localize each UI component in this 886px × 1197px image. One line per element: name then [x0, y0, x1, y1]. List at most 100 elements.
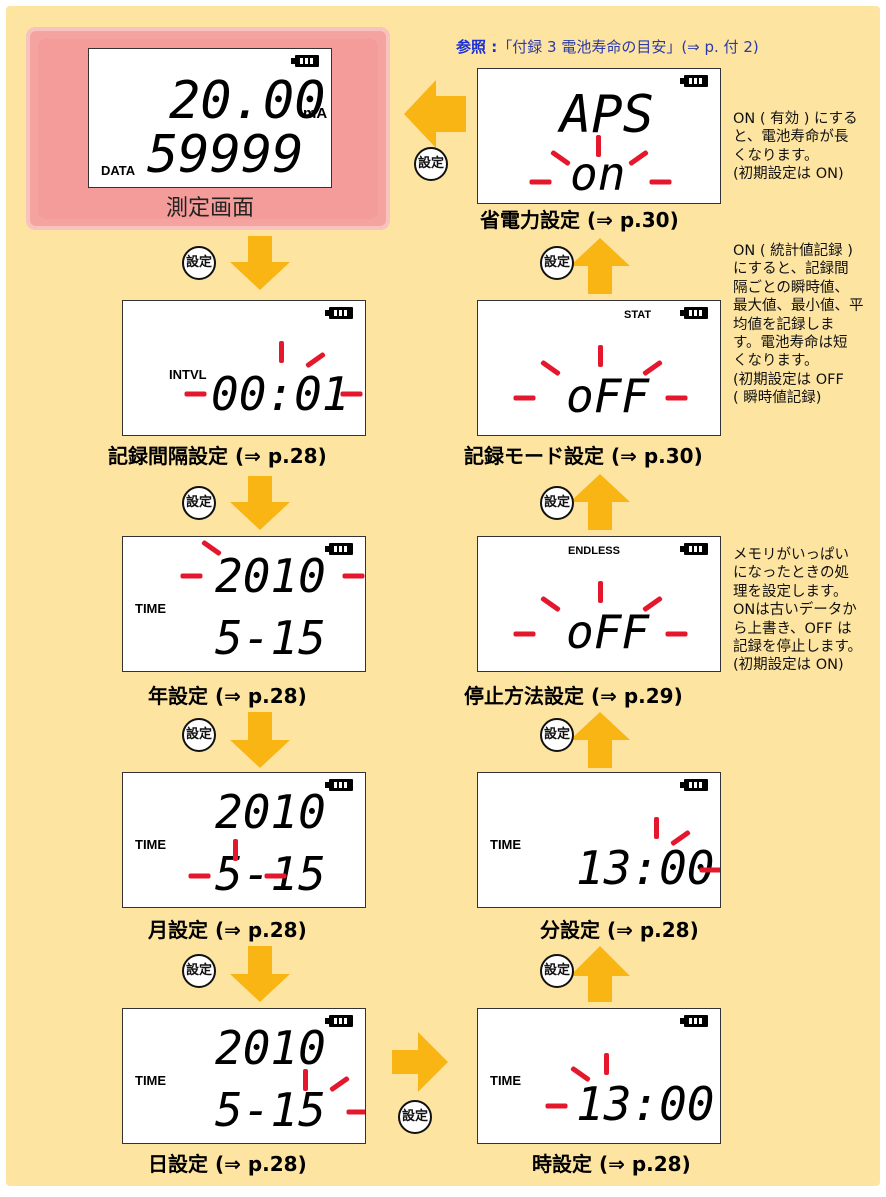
- minute-title: 分設定 (⇒ p.28): [540, 918, 699, 942]
- note-line: (初期設定は OFF: [733, 371, 844, 388]
- hour-lcd: TIME 13:00: [477, 1008, 721, 1144]
- interval-lcd: INTVL 00:01: [122, 300, 366, 436]
- blink-mark: [596, 135, 601, 157]
- day-label: TIME: [135, 1073, 167, 1088]
- month-label: TIME: [135, 837, 167, 852]
- settings-button-icon: 設定: [182, 718, 216, 752]
- blink-mark: [540, 595, 561, 613]
- blink-mark: [340, 391, 363, 397]
- hour-label: TIME: [490, 1073, 522, 1088]
- settings-button-icon: 設定: [540, 718, 574, 752]
- note-line: になったときの処: [733, 565, 849, 582]
- reference-prefix: 参照 :: [456, 38, 498, 56]
- blink-mark: [649, 179, 672, 185]
- blink-mark: [303, 1069, 308, 1091]
- note-line: ON ( 有効 ) にする: [733, 111, 858, 127]
- blink-mark: [604, 1053, 609, 1075]
- note-line: と、電池寿命が長: [733, 129, 849, 146]
- interval-value: 00:01: [211, 367, 350, 421]
- year-line2: 5-15: [215, 611, 326, 665]
- year-title: 年設定 (⇒ p.28): [148, 684, 307, 708]
- hour-value: 13:00: [576, 1077, 715, 1131]
- note-aps: ON ( 有効 ) にする と、電池寿命が長 くなります。 (初期設定は ON): [733, 110, 873, 184]
- data-label: DATA: [101, 163, 136, 178]
- blink-mark: [628, 149, 649, 167]
- settings-button-icon: 設定: [540, 486, 574, 520]
- day-line1: 2010: [215, 1021, 326, 1075]
- battery-icon: [325, 543, 353, 555]
- measurement-unit: mA: [303, 105, 328, 122]
- blink-mark: [598, 345, 603, 367]
- note-line: す。電池寿命は短: [733, 335, 848, 352]
- blink-mark: [264, 873, 287, 879]
- mode-title: 記録モード設定 (⇒ p.30): [464, 444, 703, 468]
- stop-value: oFF: [566, 605, 650, 659]
- battery-icon: [680, 779, 708, 791]
- aps-line2: on: [570, 147, 626, 201]
- note-line: 隔ごとの瞬時値、: [733, 279, 849, 296]
- mode-lcd: STAT oFF: [477, 300, 721, 436]
- reference-note: 参照 :「付録 3 電池寿命の目安」(⇒ p. 付 2): [456, 36, 759, 57]
- note-line: メモリがいっぱい: [733, 547, 849, 563]
- month-title: 月設定 (⇒ p.28): [148, 918, 307, 942]
- blink-mark: [184, 391, 207, 397]
- note-stop: メモリがいっぱい になったときの処 理を設定します。 ONは古いデータか ら上書…: [733, 546, 873, 675]
- blink-mark: [598, 581, 603, 603]
- blink-mark: [346, 1109, 365, 1115]
- battery-icon: [325, 307, 353, 319]
- settings-button-icon: 設定: [182, 246, 216, 280]
- aps-title: 省電力設定 (⇒ p.30): [480, 208, 679, 232]
- blink-mark: [540, 359, 561, 377]
- settings-button-icon: 設定: [540, 246, 574, 280]
- measurement-label: 測定画面: [165, 196, 254, 221]
- note-line: ON ( 統計値記録 ): [733, 243, 853, 259]
- minute-lcd: TIME 13:00: [477, 772, 721, 908]
- note-line: くなります。: [733, 147, 819, 164]
- aps-lcd: APS on: [477, 68, 721, 204]
- blink-mark: [642, 359, 663, 377]
- note-line: にすると、記録間: [733, 261, 849, 278]
- blink-mark: [329, 1075, 350, 1093]
- note-line: 記録を停止します。: [733, 639, 863, 656]
- data-value: 59999: [147, 125, 304, 185]
- blink-mark: [513, 395, 536, 401]
- note-line: くなります。: [733, 353, 819, 370]
- battery-icon: [325, 779, 353, 791]
- note-line: ONは古いデータか: [733, 602, 857, 619]
- note-line: (初期設定は ON): [733, 166, 844, 183]
- aps-line1: APS: [560, 85, 654, 145]
- battery-icon: [680, 307, 708, 319]
- mode-value: oFF: [566, 369, 650, 423]
- blink-mark: [233, 839, 238, 861]
- settings-button-icon: 設定: [414, 147, 448, 181]
- note-line: (初期設定は ON): [733, 657, 844, 674]
- note-line: 最大値、最小値、平: [733, 298, 864, 315]
- stop-lcd: ENDLESS oFF: [477, 536, 721, 672]
- blink-mark: [550, 149, 571, 167]
- blink-mark: [665, 631, 688, 637]
- blink-mark: [279, 341, 284, 363]
- settings-button-icon: 設定: [398, 1100, 432, 1134]
- hour-title: 時設定 (⇒ p.28): [532, 1152, 691, 1176]
- battery-icon: [325, 1015, 353, 1027]
- stop-label: ENDLESS: [568, 545, 620, 557]
- blink-mark: [665, 395, 688, 401]
- blink-mark: [529, 179, 552, 185]
- note-line: ( 瞬時値記録): [733, 390, 822, 407]
- month-line1: 2010: [215, 785, 326, 839]
- blink-mark: [180, 573, 203, 579]
- blink-mark: [188, 873, 211, 879]
- note-line: ら上書き、OFF は: [733, 620, 852, 637]
- note-mode: ON ( 統計値記録 ) にすると、記録間 隔ごとの瞬時値、 最大値、最小値、平…: [733, 242, 873, 408]
- stop-title: 停止方法設定 (⇒ p.29): [464, 684, 683, 708]
- note-line: 理を設定します。: [733, 583, 848, 600]
- battery-icon: [680, 1015, 708, 1027]
- mode-label: STAT: [624, 309, 652, 321]
- blink-mark: [545, 1103, 568, 1109]
- blink-mark: [305, 351, 326, 369]
- measurement-lcd: 20.00 mA DATA 59999: [88, 48, 332, 188]
- year-lcd: TIME 2010 5-15: [122, 536, 366, 672]
- month-lcd: TIME 2010 5-15: [122, 772, 366, 908]
- blink-mark: [513, 631, 536, 637]
